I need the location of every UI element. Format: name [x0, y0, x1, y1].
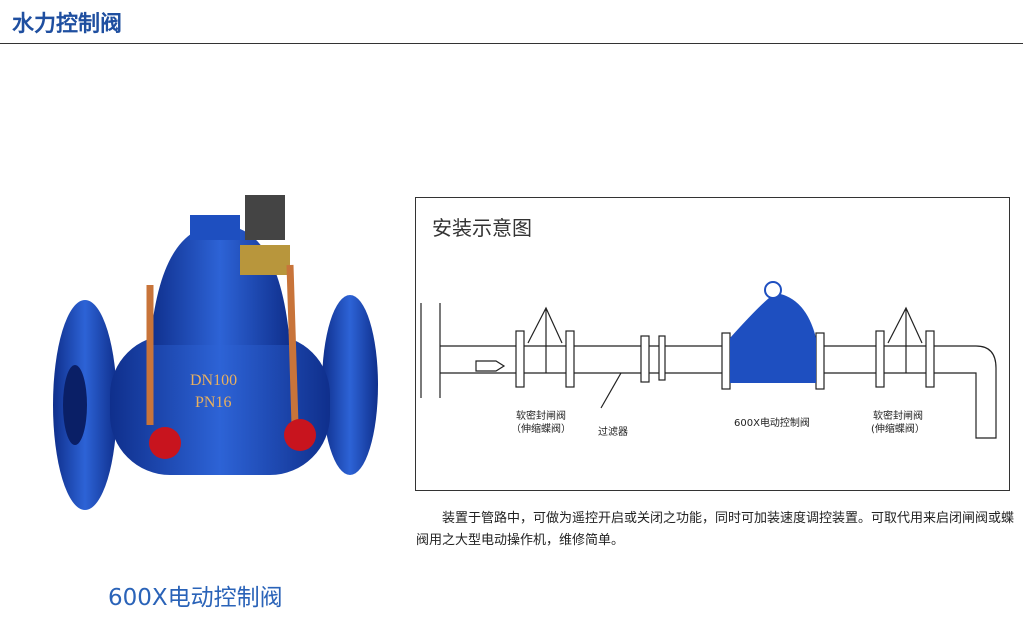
- handwheel-right: [284, 419, 316, 451]
- body-mark-dn: DN100: [190, 372, 237, 389]
- installation-diagram: 安装示意图 软密封闸阀（伸缩蝶阀） 过滤器 600X电动控制阀 软密封闸阀(伸缩…: [415, 197, 1010, 491]
- label-gate-valve-left: 软密封闸阀（伸缩蝶阀）: [511, 411, 571, 435]
- label-filter: 过滤器: [598, 427, 628, 438]
- pipeline-drawing: [420, 281, 997, 439]
- label-control-valve: 600X电动控制阀: [734, 418, 810, 429]
- page-title: 水力控制阀: [12, 12, 123, 37]
- diagram-title: 安装示意图: [432, 216, 532, 240]
- control-valve-symbol: [730, 293, 816, 383]
- handwheel-left: [149, 427, 181, 459]
- description-text: 装置于管路中，可做为遥控开启或关闭之功能，同时可加装速度调控装置。可取代用来启闭…: [416, 511, 1015, 548]
- valve-product-image: DN100 PN16: [53, 195, 378, 510]
- body-mark-pn: PN16: [195, 394, 231, 411]
- divider: [0, 43, 1023, 44]
- product-caption: 600X电动控制阀: [108, 585, 283, 611]
- label-gate-valve-right: 软密封闸阀(伸缩蝶阀）: [871, 411, 925, 435]
